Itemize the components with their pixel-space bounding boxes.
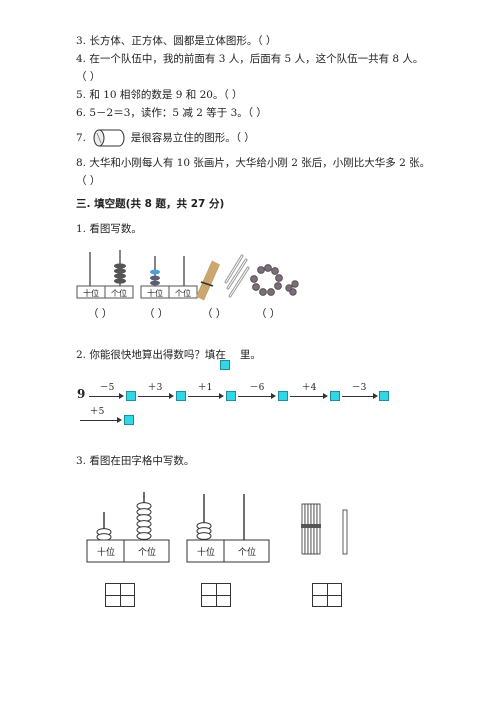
q2-prompt: 2. 你能很快地算出得数吗？填在 里。 (76, 348, 261, 362)
q2-arrow-1 (89, 396, 120, 397)
judge-question-6: 6. 5－2＝3，读作：5 减 2 等于 3。（ ） (76, 107, 267, 119)
q3-stick-bundle (301, 503, 348, 555)
judge-answer-4: （ ） (76, 71, 101, 83)
q2-prompt-before: 2. 你能很快地算出得数吗？填在 (76, 349, 226, 361)
q3-abacus-2-tens-label: 十位 (196, 548, 215, 558)
q2-arrowhead-1 (119, 393, 124, 399)
q2-arrow-2 (138, 396, 170, 397)
q2-op-3: ＋1 (197, 383, 213, 393)
q3-grid-1[interactable] (105, 583, 135, 607)
q2-op-4: －6 (249, 383, 265, 393)
q2-prompt-box-icon (220, 360, 230, 370)
q2-op-6: －3 (351, 383, 367, 393)
q1-abacus-1-ones-label: 个位 (111, 289, 127, 298)
q2-answer-box-3[interactable] (226, 391, 236, 401)
q2-arrowhead-4 (271, 393, 276, 399)
q2-answer-box-2[interactable] (176, 391, 186, 401)
q2-start-number: 9 (77, 387, 86, 401)
q2-arrow-5 (290, 396, 324, 397)
q2-answer-box-7[interactable] (124, 415, 134, 425)
q1-abacus-1 (76, 250, 134, 299)
q2-op-1: －5 (99, 383, 115, 393)
q1-prompt: 1. 看图写数。 (76, 223, 142, 235)
q2-arrowhead-2 (169, 393, 174, 399)
q1-abacus-2-tens-label: 十位 (147, 289, 163, 298)
q2-arrow-6 (342, 396, 374, 397)
q2-answer-box-4[interactable] (278, 391, 288, 401)
q1-answer-4[interactable]: （ ） (256, 308, 281, 320)
q3-abacus-2 (186, 494, 270, 563)
q1-answer-3[interactable]: （ ） (202, 308, 227, 320)
q1-stick-bundle (195, 260, 221, 301)
q2-answer-box-5[interactable] (330, 391, 340, 401)
q2-arrowhead-7 (117, 417, 122, 423)
q3-abacus-1-ones-label: 个位 (137, 548, 156, 558)
q2-arrow-4 (238, 396, 272, 397)
q1-flower-beads (250, 264, 299, 296)
judge-question-5: 5. 和 10 相邻的数是 9 和 20。（ ） (76, 89, 243, 101)
q2-prompt-after: 里。 (239, 349, 261, 361)
judge-question-8: 8. 大华和小刚每人有 10 张画片，大华给小刚 2 张后，小刚比大华多 2 张… (76, 157, 431, 169)
judge-question-7: 7. 是很容易立住的图形。（ ） (76, 128, 255, 148)
q2-answer-box-6[interactable] (379, 391, 389, 401)
q2-arrowhead-3 (219, 393, 224, 399)
judge-question-4: 4. 在一个队伍中，我的前面有 3 人，后面有 5 人，这个队伍一共有 8 人。 (76, 53, 424, 65)
section-title: 三. 填空题(共 8 题，共 27 分) (76, 198, 225, 210)
judge-question-7-number: 7. (76, 132, 87, 144)
judge-question-7-text: 是很容易立住的图形。（ ） (130, 132, 255, 144)
cylinder-icon (93, 129, 125, 147)
q1-abacus-2 (140, 256, 198, 299)
q2-op-7: ＋5 (89, 407, 105, 417)
q1-abacus-1-tens-label: 十位 (83, 289, 99, 298)
q3-abacus-1-tens-label: 十位 (96, 548, 115, 558)
q1-abacus-2-ones-label: 个位 (175, 289, 191, 298)
q2-arrow-3 (188, 396, 220, 397)
q1-answer-1[interactable]: （ ） (88, 308, 113, 320)
q1-answer-2[interactable]: （ ） (144, 308, 169, 320)
q3-abacus-1 (86, 492, 170, 563)
q2-op-2: ＋3 (147, 383, 163, 393)
q3-grid-2[interactable] (201, 583, 231, 607)
q1-single-sticks (224, 254, 250, 298)
q2-arrow-7 (80, 420, 118, 421)
q2-op-5: ＋4 (301, 383, 317, 393)
q2-answer-box-1[interactable] (126, 391, 136, 401)
q3-prompt: 3. 看图在田字格中写数。 (76, 455, 195, 467)
q2-arrowhead-6 (373, 393, 378, 399)
judge-answer-8: （ ） (76, 175, 101, 187)
judge-question-3: 3. 长方体、正方体、圆都是立体图形。（ ） (76, 35, 277, 47)
q3-abacus-2-ones-label: 个位 (237, 548, 256, 558)
q3-grid-3[interactable] (312, 583, 342, 607)
q2-arrowhead-5 (323, 393, 328, 399)
